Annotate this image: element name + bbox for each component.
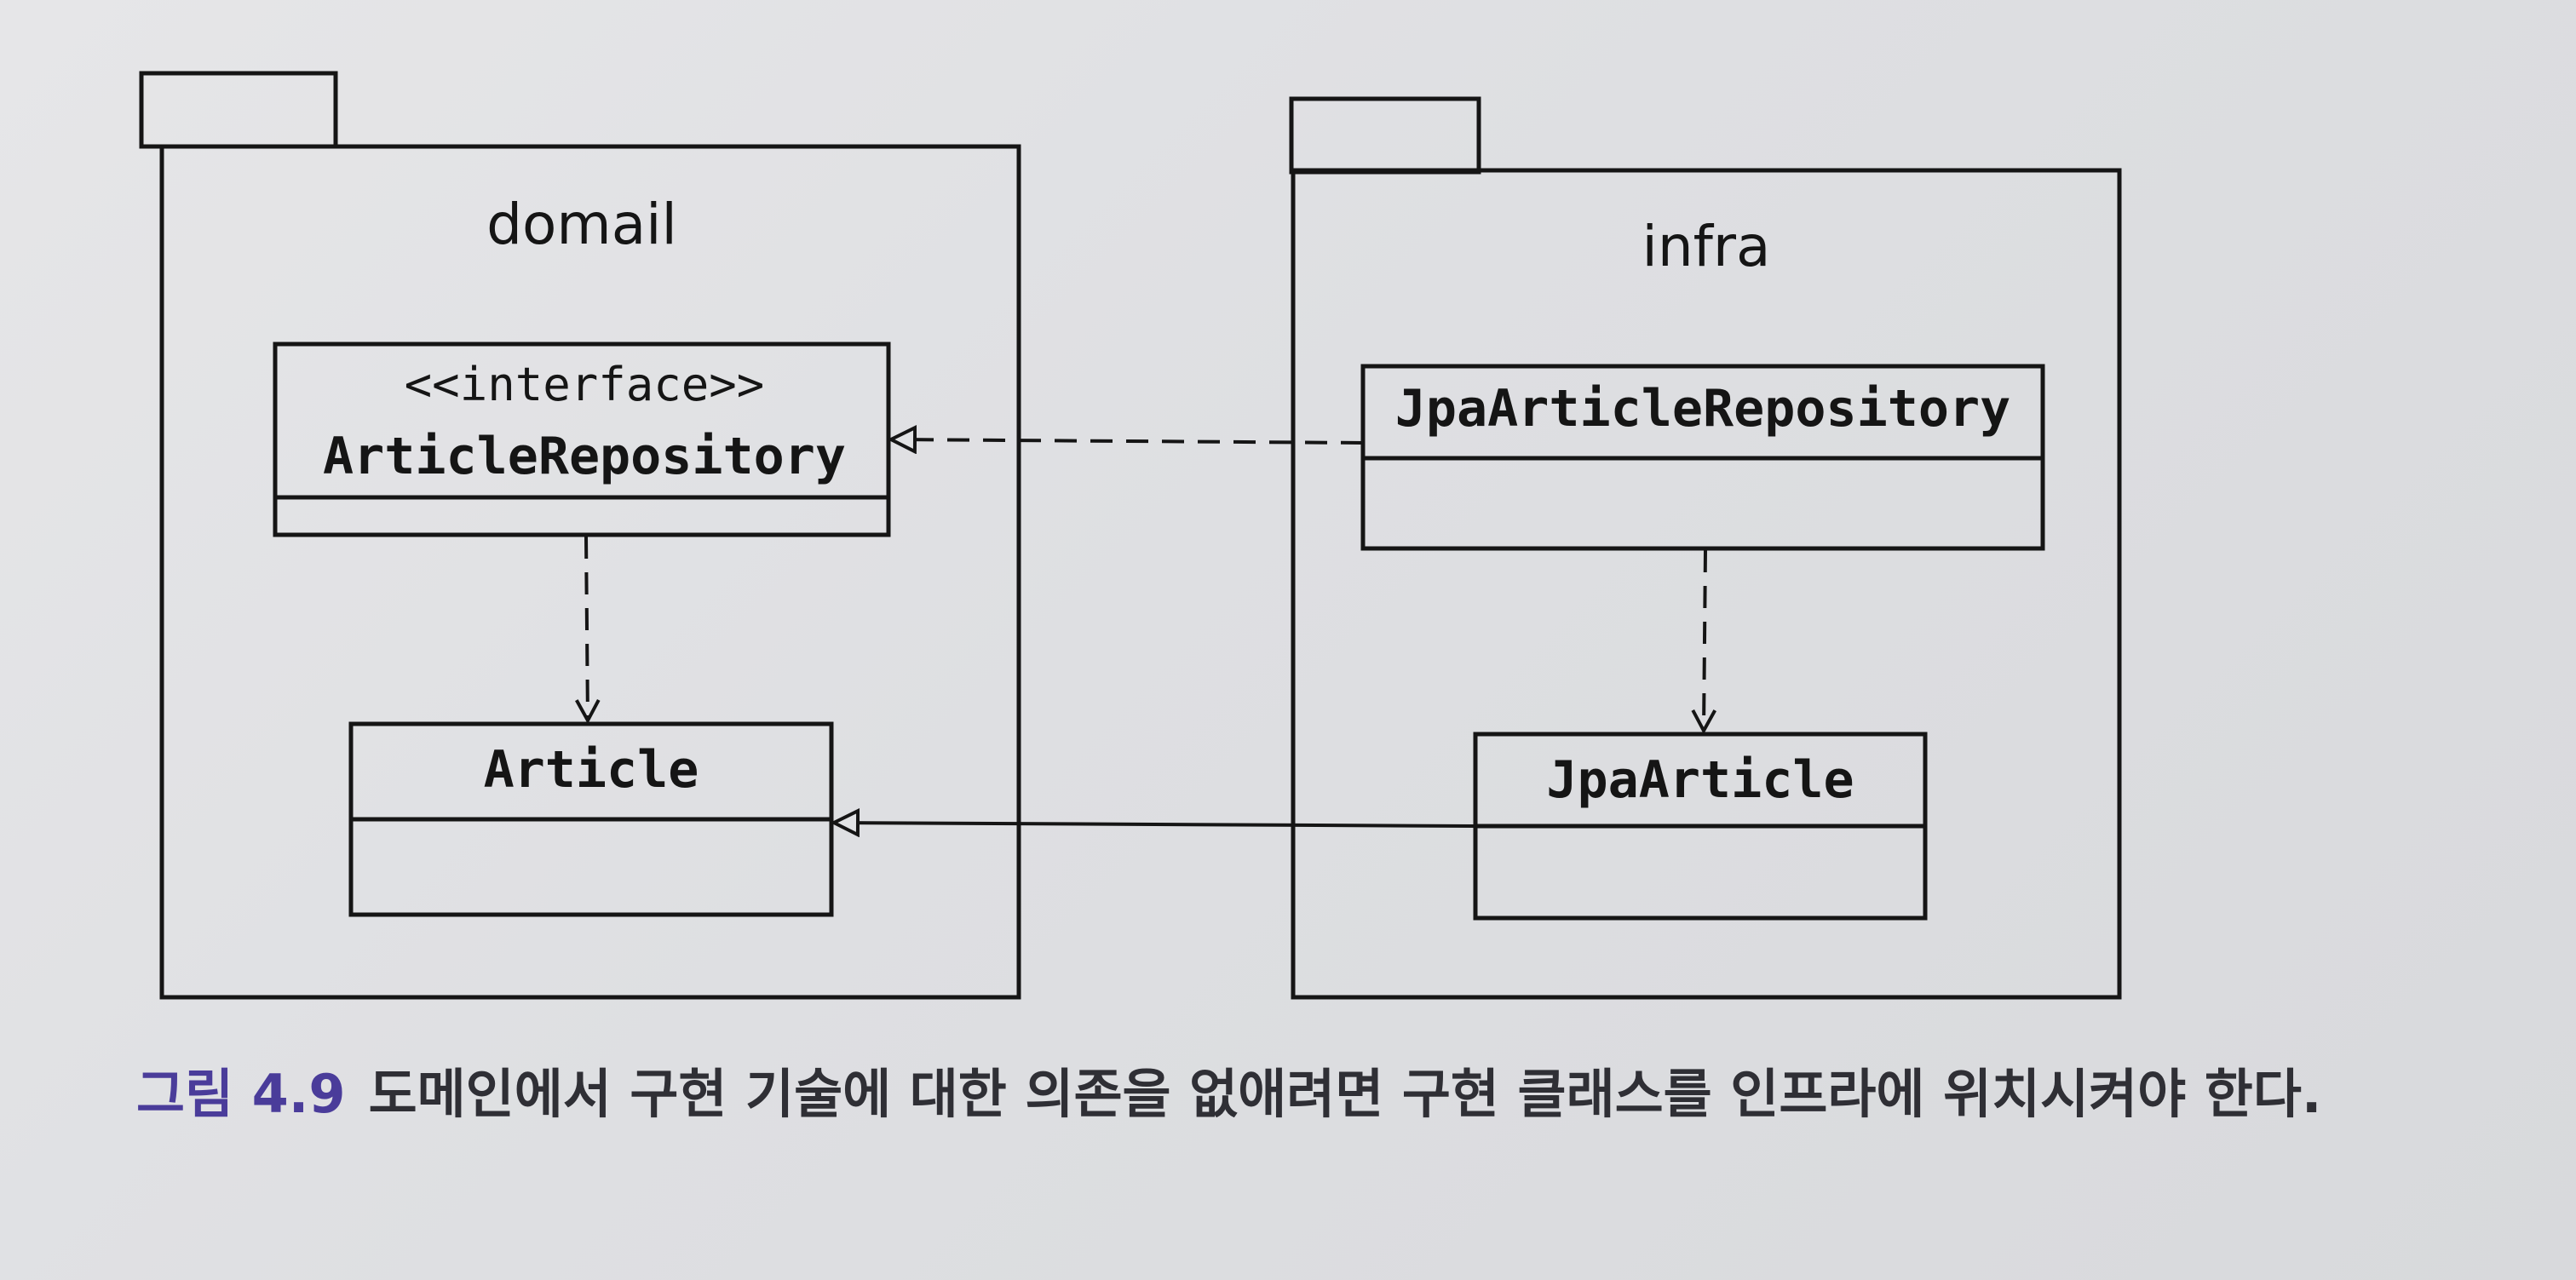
article-repository-name: ArticleRepository: [323, 427, 846, 486]
article-name: Article: [484, 740, 699, 800]
jpa-article-repository-name: JpaArticleRepository: [1395, 379, 2010, 439]
dependency-arrow-jpa-article: [1704, 549, 1705, 731]
infra-package-title: infra: [1642, 214, 1771, 279]
domain-package-tab: [139, 71, 338, 149]
generalization-arrow-article: [834, 823, 1476, 826]
interface-stereotype: <<interface>>: [405, 358, 765, 411]
dependency-arrow-article: [586, 536, 588, 720]
jpa-article-repository-class: JpaArticleRepository: [1360, 364, 2045, 551]
jpa-article-class: JpaArticle: [1473, 732, 1928, 921]
article-class: Article: [348, 721, 834, 917]
domain-package-title: domail: [486, 192, 677, 257]
figure-number: 그림 4.9: [136, 1063, 346, 1125]
domain-package: domail: [139, 71, 1021, 1000]
domain-package-body: [159, 144, 1021, 1000]
realization-arrow-repository: [891, 439, 1364, 443]
figure-caption-text: 도메인에서 구현 기술에 대한 의존을 없애려면 구현 클래스를 인프라에 위치…: [369, 1063, 2322, 1125]
figure-caption: 그림 4.9 도메인에서 구현 기술에 대한 의존을 없애려면 구현 클래스를 …: [136, 1063, 2321, 1125]
infra-package-tab: [1289, 96, 1481, 175]
infra-package-body: [1291, 168, 2122, 1000]
article-repository-class: <<interface>> ArticleRepository: [273, 342, 891, 537]
infra-package: infra: [1289, 96, 2122, 1000]
jpa-article-name: JpaArticle: [1546, 750, 1854, 810]
